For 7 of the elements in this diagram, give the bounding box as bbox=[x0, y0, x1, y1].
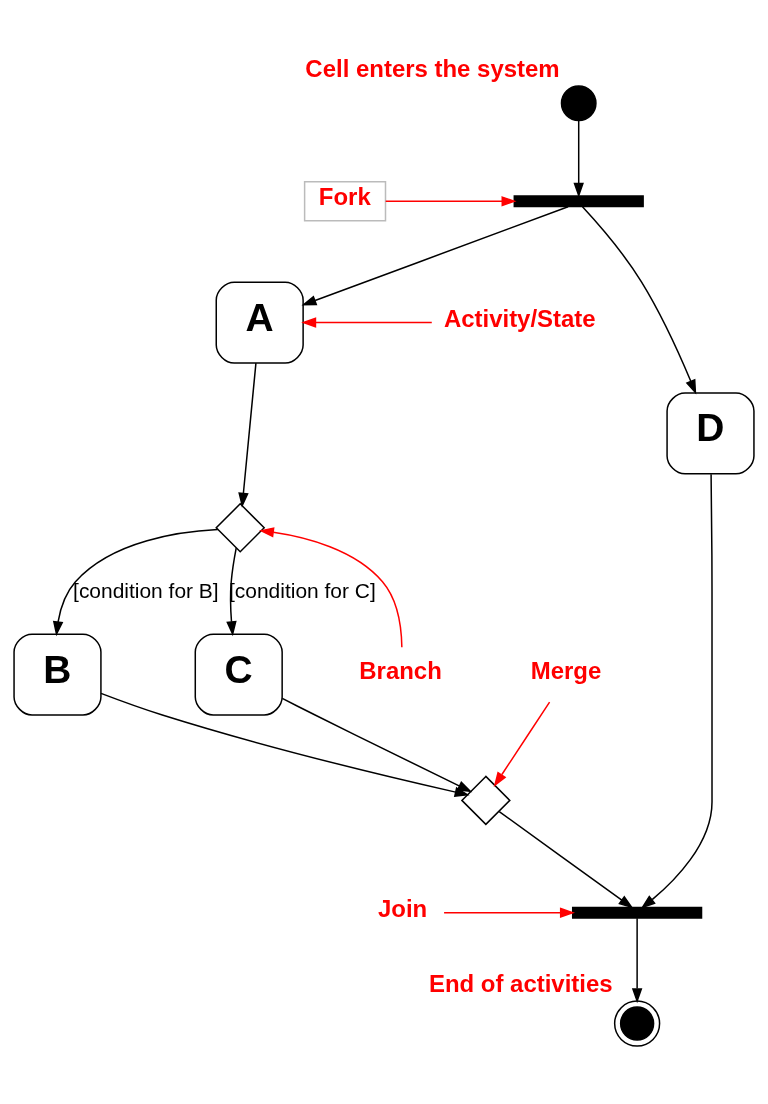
node-label: End of activities bbox=[428, 969, 613, 997]
node-text: Join bbox=[378, 894, 428, 922]
node-text: Activity/State bbox=[443, 304, 596, 332]
node-text: Merge bbox=[530, 656, 602, 684]
node-label: Cell enters the system bbox=[305, 54, 560, 82]
node-text: Branch bbox=[359, 656, 442, 684]
edge-label: [condition for B] bbox=[73, 578, 219, 602]
